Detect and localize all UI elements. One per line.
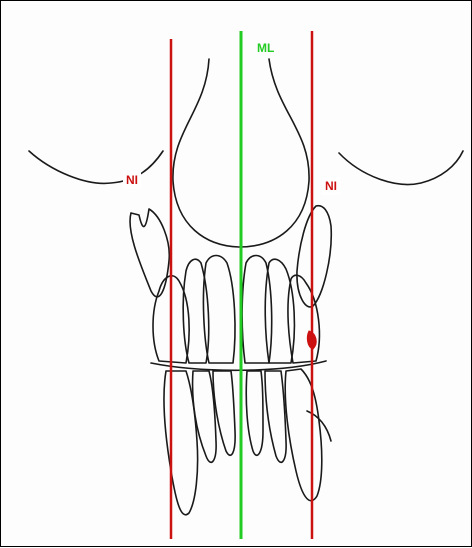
left-lateral-tooth bbox=[130, 209, 169, 297]
left-cheek-contour bbox=[29, 151, 163, 183]
midline-label: ML bbox=[254, 39, 277, 57]
lower-tooth-5 bbox=[265, 371, 286, 462]
lower-tooth-4 bbox=[246, 371, 263, 455]
right-cheek-contour bbox=[339, 151, 463, 184]
ni-right-label: NI bbox=[322, 177, 340, 195]
lower-tooth-6 bbox=[285, 369, 322, 501]
red-marker bbox=[307, 331, 316, 349]
right-lateral-tooth bbox=[297, 206, 331, 307]
ni-left-label: NI bbox=[123, 171, 141, 189]
